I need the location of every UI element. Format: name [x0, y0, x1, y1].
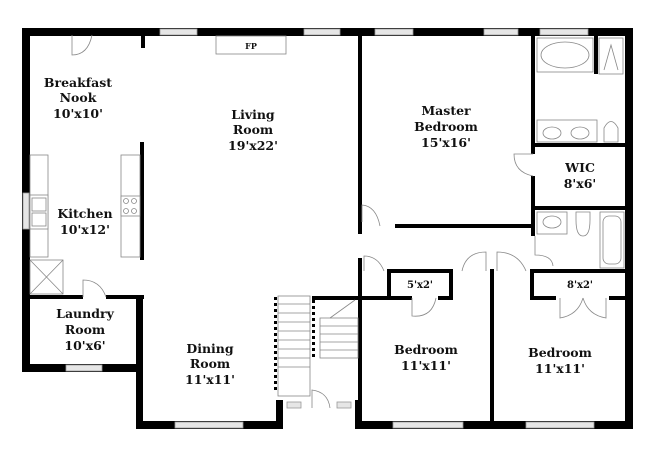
svg-text:Bedroom: Bedroom — [414, 119, 478, 134]
fixtures — [29, 35, 625, 397]
svg-text:Laundry: Laundry — [56, 306, 114, 321]
svg-text:Nook: Nook — [60, 90, 97, 105]
svg-text:11'x11': 11'x11' — [185, 372, 235, 387]
room-label-master-bedroom: Master Bedroom 15'x16' — [414, 103, 478, 150]
closet-label-bedroom-1: 5'x2' — [407, 280, 433, 291]
staircase — [277, 295, 359, 397]
room-label-breakfast-nook: Breakfast Nook 10'x10' — [44, 75, 112, 121]
svg-text:15'x16': 15'x16' — [421, 135, 471, 150]
svg-text:Kitchen: Kitchen — [57, 206, 112, 221]
svg-text:Master: Master — [421, 103, 471, 118]
room-label-wic: WIC 8'x6' — [564, 160, 597, 191]
svg-text:WIC: WIC — [564, 160, 595, 175]
svg-text:Bedroom: Bedroom — [528, 345, 592, 360]
room-label-laundry-room: Laundry Room 10'x6' — [56, 306, 114, 353]
windows — [22, 28, 595, 429]
svg-text:Room: Room — [190, 356, 230, 371]
svg-text:10'x10': 10'x10' — [53, 106, 103, 121]
room-label-dining-room: Dining Room 11'x11' — [185, 341, 235, 387]
svg-text:Room: Room — [233, 122, 273, 137]
svg-text:11'x11': 11'x11' — [535, 361, 585, 376]
room-label-kitchen: Kitchen 10'x12' — [57, 206, 112, 237]
svg-text:8'x6': 8'x6' — [564, 176, 597, 191]
svg-text:10'x6': 10'x6' — [64, 338, 105, 353]
svg-text:10'x12': 10'x12' — [60, 222, 110, 237]
svg-text:Living: Living — [231, 107, 275, 122]
doors — [71, 34, 607, 409]
fireplace-label: FP — [245, 41, 257, 51]
svg-text:19'x22': 19'x22' — [228, 138, 278, 153]
room-label-living-room: Living Room 19'x22' — [228, 107, 278, 153]
svg-text:Breakfast: Breakfast — [44, 75, 112, 90]
svg-text:Bedroom: Bedroom — [394, 342, 458, 357]
svg-text:Dining: Dining — [186, 341, 234, 356]
fireplace — [215, 35, 287, 55]
closet-label-bedroom-2: 8'x2' — [567, 280, 593, 291]
svg-text:Room: Room — [65, 322, 105, 337]
room-label-bedroom-1: Bedroom 11'x11' — [394, 342, 458, 373]
svg-text:11'x11': 11'x11' — [401, 358, 451, 373]
interior-walls — [26, 34, 629, 428]
room-label-bedroom-2: Bedroom 11'x11' — [528, 345, 592, 376]
